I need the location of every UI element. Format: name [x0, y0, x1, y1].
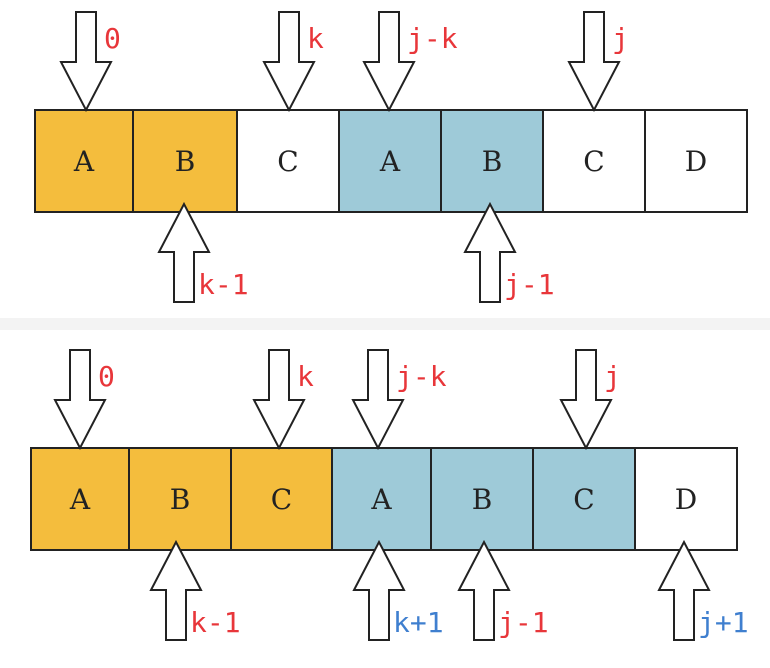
array-diagram-top: A B C A B C D 0 k j-k j k-1 j-1: [34, 11, 748, 303]
array-cell: [532, 447, 636, 551]
pointer-label-top: j: [604, 360, 621, 393]
down-arrow-icon: [53, 349, 107, 451]
array-cell: [132, 109, 238, 213]
down-arrow-icon: [351, 349, 405, 451]
down-arrow-icon: [262, 11, 316, 113]
array-cell: [542, 109, 646, 213]
pointer-label-top: 0: [98, 360, 115, 393]
array-cell: [34, 109, 134, 213]
up-arrow-icon: [657, 539, 711, 641]
array-cell: [430, 447, 534, 551]
array-cell: [644, 109, 748, 213]
up-arrow-icon: [149, 539, 203, 641]
cell-letter: D: [685, 145, 707, 178]
down-arrow-icon: [252, 349, 306, 451]
cell-letter: A: [379, 145, 401, 178]
up-arrow-icon: [457, 539, 511, 641]
down-arrow-icon: [567, 11, 621, 113]
pointer-label-top: j-k: [407, 22, 458, 55]
up-arrow-icon: [352, 539, 406, 641]
cell-letter: C: [583, 145, 604, 178]
cell-letter: C: [271, 483, 292, 516]
diagram-panel-top: A B C A B C D 0 k j-k j k-1 j-1: [0, 0, 770, 318]
pointer-label-bottom: k+1: [393, 606, 444, 639]
cell-letter: C: [277, 145, 298, 178]
cell-letter: A: [370, 483, 392, 516]
pointer-label-bottom: j+1: [698, 606, 749, 639]
down-arrow-icon: [362, 11, 416, 113]
pointer-label-top: k: [297, 360, 314, 393]
cell-letter: B: [482, 145, 503, 178]
cell-letter: C: [573, 483, 594, 516]
array-cell: [230, 447, 333, 551]
pointer-label-top: j: [612, 22, 629, 55]
pointer-label-bottom: j-1: [504, 268, 555, 301]
pointer-label-top: 0: [104, 22, 121, 55]
cell-letter: B: [170, 483, 191, 516]
cell-letter: A: [73, 145, 95, 178]
pointer-label-bottom: j-1: [498, 606, 549, 639]
down-arrow-icon: [59, 11, 113, 113]
cell-letter: B: [472, 483, 493, 516]
down-arrow-icon: [559, 349, 613, 451]
diagram-panel-bottom: A B C A B C D 0 k j-k j k-1 k+1 j-1 j+1: [0, 330, 770, 668]
pointer-label-bottom: k-1: [190, 606, 241, 639]
array-cell: [128, 447, 232, 551]
cell-letter: D: [675, 483, 697, 516]
up-arrow-icon: [157, 201, 211, 303]
pointer-label-top: k: [307, 22, 324, 55]
array-diagram-bottom: A B C A B C D 0 k j-k j k-1 k+1 j-1 j+1: [30, 349, 749, 641]
cell-letter: A: [69, 483, 91, 516]
cell-letter: B: [175, 145, 196, 178]
array-cell: [331, 447, 432, 551]
pointer-label-top: j-k: [396, 360, 447, 393]
up-arrow-icon: [463, 201, 517, 303]
pointer-label-bottom: k-1: [198, 268, 249, 301]
